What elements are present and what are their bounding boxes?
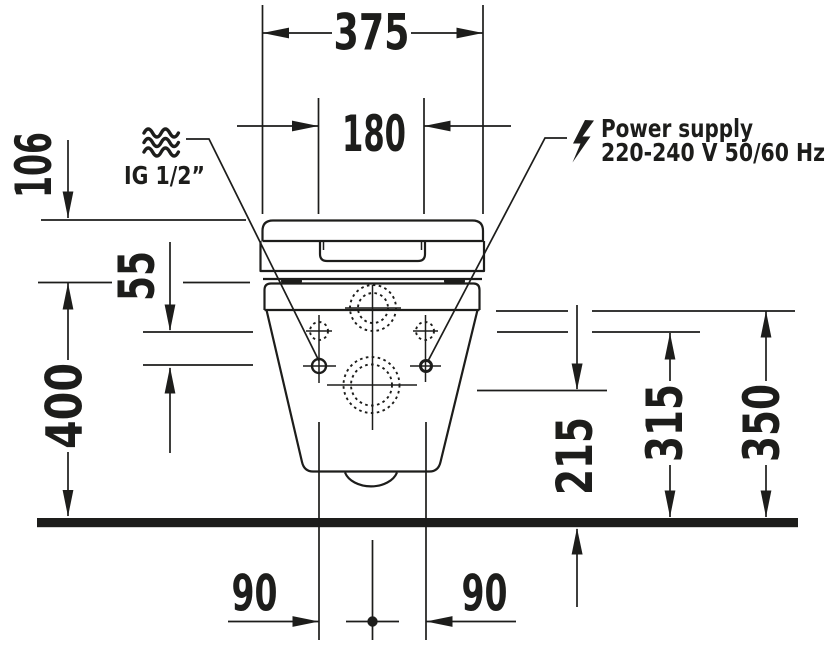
dim-106-arrow-down [62,191,74,218]
dimension-supply-height: 315 [636,333,694,517]
dim-90-left-label: 90 [232,565,278,623]
power-leader-line [427,137,567,362]
dim-90-left-arrow [292,616,319,627]
floor-line [37,518,798,528]
toilet-lid-outline [261,219,485,241]
dim-350-arrow-down [760,490,772,517]
power-supply-label-line2: 220-240 V 50/60 Hz [601,138,825,167]
power-supply-callout: Power supply 220-240 V 50/60 Hz [427,114,825,362]
dim-215-arrow-down [571,363,583,390]
dim-55-arrow-up [164,367,176,394]
dim-350-label: 350 [733,384,791,462]
dim-55-label: 55 [108,251,166,301]
toilet-seat-band [259,241,486,273]
dim-180-label: 180 [342,105,406,163]
dim-215-label: 215 [546,417,604,495]
dim-375-label: 375 [334,4,410,62]
extension-lines [38,5,795,640]
dim-375-arrow-right [456,27,483,39]
drain-outlet-arc [343,472,399,488]
dimension-top-connection-height: 350 [733,311,791,517]
water-connection-callout: IG 1/2” [124,127,320,362]
water-connection-label: IG 1/2” [124,161,205,190]
dim-180-arrow-right [424,120,451,132]
dimension-connection-offset: 55 [108,242,176,453]
toilet-lid-notch-inner-lines [322,241,423,250]
dim-375-arrow-left [262,27,289,39]
dimension-outlet-height: 215 [546,305,604,607]
waves-icon [142,127,181,158]
seat-bumper-left [281,278,302,284]
dimension-rim-height: 400 [36,283,94,517]
dim-90-right-arrow [426,616,453,627]
dim-180-arrow-left [292,120,319,132]
toilet-front-view [259,219,486,488]
water-leader-line [186,138,320,362]
dim-55-arrow-down [164,304,176,331]
lightning-bolt-icon [572,120,594,163]
dim-90-right-label: 90 [462,565,508,623]
dim-315-label: 315 [636,384,694,462]
toilet-lid-notch [318,241,427,263]
dim-400-arrow-up [62,283,74,310]
center-point-dot [367,616,378,627]
dim-400-arrow-down [62,490,74,517]
dimension-overall-width: 375 [262,4,483,62]
dim-315-arrow-down [664,490,676,517]
dimension-fixing-distance: 180 [237,105,511,163]
dimension-seat-above-rim: 106 [5,132,74,218]
power-supply-label-line1: Power supply [601,114,753,143]
dim-350-arrow-up [760,311,772,338]
dim-106-label: 106 [5,132,63,198]
seat-bumper-right [444,278,465,284]
ceramic-upper-band [263,282,481,310]
dimension-bottom-offsets: 90 90 [228,565,516,627]
dim-315-arrow-up [664,333,676,360]
dim-215-arrow-up [571,528,583,555]
bowl-outline [265,309,479,473]
dim-400-label: 400 [36,363,94,449]
